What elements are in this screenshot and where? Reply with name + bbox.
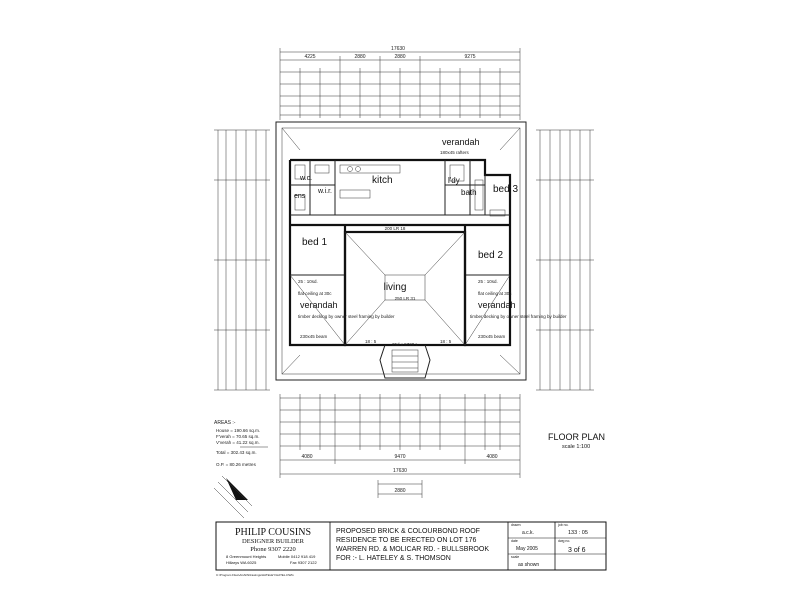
areas-total: Total = 302.43 sq.m.	[216, 450, 257, 455]
scale-value: as shown	[518, 562, 539, 568]
room-wir: w.i.r.	[317, 188, 332, 195]
top-dim-2: 2880	[354, 54, 365, 60]
right-dimension-lines	[536, 129, 594, 391]
roof-outline	[275, 121, 527, 381]
room-wc: w.c.	[299, 175, 312, 182]
note-bottom-ratio-right: 18 : 5	[440, 339, 452, 344]
areas-alfresco: V'verah = 41.22 sq.m.	[216, 440, 260, 445]
areas-verandah: F'verah = 70.65 sq.m.	[216, 434, 260, 439]
areas-table: AREAS :- House = 190.66 sq.m. F'verah = …	[214, 420, 268, 467]
note-beam-right: 230x45 beam	[478, 334, 506, 339]
areas-house: House = 190.66 sq.m.	[216, 428, 260, 433]
title-block: PHILIP COUSINS DESIGNER BUILDER Phone 93…	[215, 521, 607, 571]
company-fax: Fax 9307 2122	[290, 560, 317, 565]
overall-width-bottom: 17630	[393, 468, 407, 474]
room-kitch: kitch	[372, 175, 393, 186]
top-dimension-lines: 17630 4225 2880 2880 9275	[279, 46, 521, 120]
bottom-dimension-lines: 4080 9470 4080 17630 2880	[279, 394, 521, 498]
project-line-4: FOR :- L. HATELEY & S. THOMSON	[336, 555, 451, 562]
note-bottom-ratio-left: 18 : 5	[365, 339, 377, 344]
left-dimension-lines	[214, 129, 270, 391]
job-label: job no.	[557, 523, 569, 527]
company-mobile: Mobile 0412 918 419	[278, 554, 316, 559]
project-line-1: PROPOSED BRICK & COLOURBOND ROOF	[336, 528, 480, 535]
project-line-3: WARREN RD. & MOLICAR RD. - BULLSBROOK	[336, 546, 489, 553]
house-walls	[281, 127, 521, 375]
verandah-outline-inner	[281, 127, 521, 375]
bottom-dim-1: 4080	[301, 454, 312, 460]
company-role: DESIGNER BUILDER	[242, 538, 305, 545]
company-name: PHILIP COUSINS	[235, 527, 311, 538]
drawn-value: a.c.k.	[522, 530, 534, 536]
bottom-dim-2: 9470	[394, 454, 405, 460]
north-arrow-icon	[213, 475, 253, 519]
note-bed2-ratio: 25 : 10sd.	[478, 279, 498, 284]
room-ens: ens	[294, 193, 306, 200]
sheet-value: 3 of 6	[568, 547, 586, 554]
fixtures	[294, 164, 506, 217]
company-address2: Hillarys WA 6025	[226, 560, 257, 565]
overall-width-top: 17630	[391, 46, 405, 52]
room-bath: bath	[461, 188, 477, 197]
bottom-dim-3: 4080	[486, 454, 497, 460]
file-path-footer: C:\Program Files\ACAD\Drawings\HATELEY\H…	[216, 573, 294, 577]
scale-label: scale	[511, 555, 519, 559]
drawn-label: drawn	[511, 523, 521, 527]
room-verandah-top: verandah	[442, 137, 480, 147]
areas-heading: AREAS :-	[214, 420, 236, 426]
areas-perimeter: O.P. = 80.26 metres	[216, 462, 257, 467]
note-entry-ratio: 25d x 5720 L	[392, 342, 419, 347]
entry-porch	[379, 344, 431, 379]
note-living-dims: 250 LR 31	[395, 296, 416, 301]
sheet-label: dwg no.	[558, 539, 570, 543]
project-line-2: RESIDENCE TO BE ERECTED ON LOT 176	[336, 537, 477, 544]
job-value: 133 : 05	[568, 530, 588, 536]
note-decking-left: timber decking by owner steel framing by…	[298, 314, 395, 319]
floor-plan-title: FLOOR PLAN	[548, 432, 605, 442]
room-bed3: bed 3	[493, 184, 518, 195]
room-living: living	[384, 282, 407, 293]
note-ceiling-right: flat ceiling at 30c	[478, 291, 512, 296]
note-corridor: 200 LR 18	[385, 226, 406, 231]
room-bed2: bed 2	[478, 250, 503, 261]
porch-dim: 2880	[394, 488, 405, 494]
top-dim-4: 9275	[464, 54, 475, 60]
room-verandah-left: verandah	[300, 300, 338, 310]
note-bed1-ratio: 25 : 10sd.	[298, 279, 318, 284]
company-phone: Phone 9307 2220	[250, 546, 296, 553]
floor-plan-scale: scale 1:100	[562, 444, 590, 450]
top-dim-3: 2880	[394, 54, 405, 60]
room-verandah-right: verandah	[478, 300, 516, 310]
company-address1: 8 Greenmount Heights	[226, 554, 266, 559]
room-bed1: bed 1	[302, 237, 327, 248]
note-beam-left: 230x45 beam	[300, 334, 328, 339]
note-ceiling-left: flat ceiling at 30c	[298, 291, 332, 296]
note-decking-right: timber decking by owner steel framing by…	[470, 314, 567, 319]
date-label: date	[511, 539, 518, 543]
top-dim-1: 4225	[304, 54, 315, 60]
room-ldy: l'dy	[448, 176, 460, 185]
date-value: May 2005	[516, 546, 538, 552]
note-rafters-top: 180x45 rafters	[440, 150, 470, 155]
